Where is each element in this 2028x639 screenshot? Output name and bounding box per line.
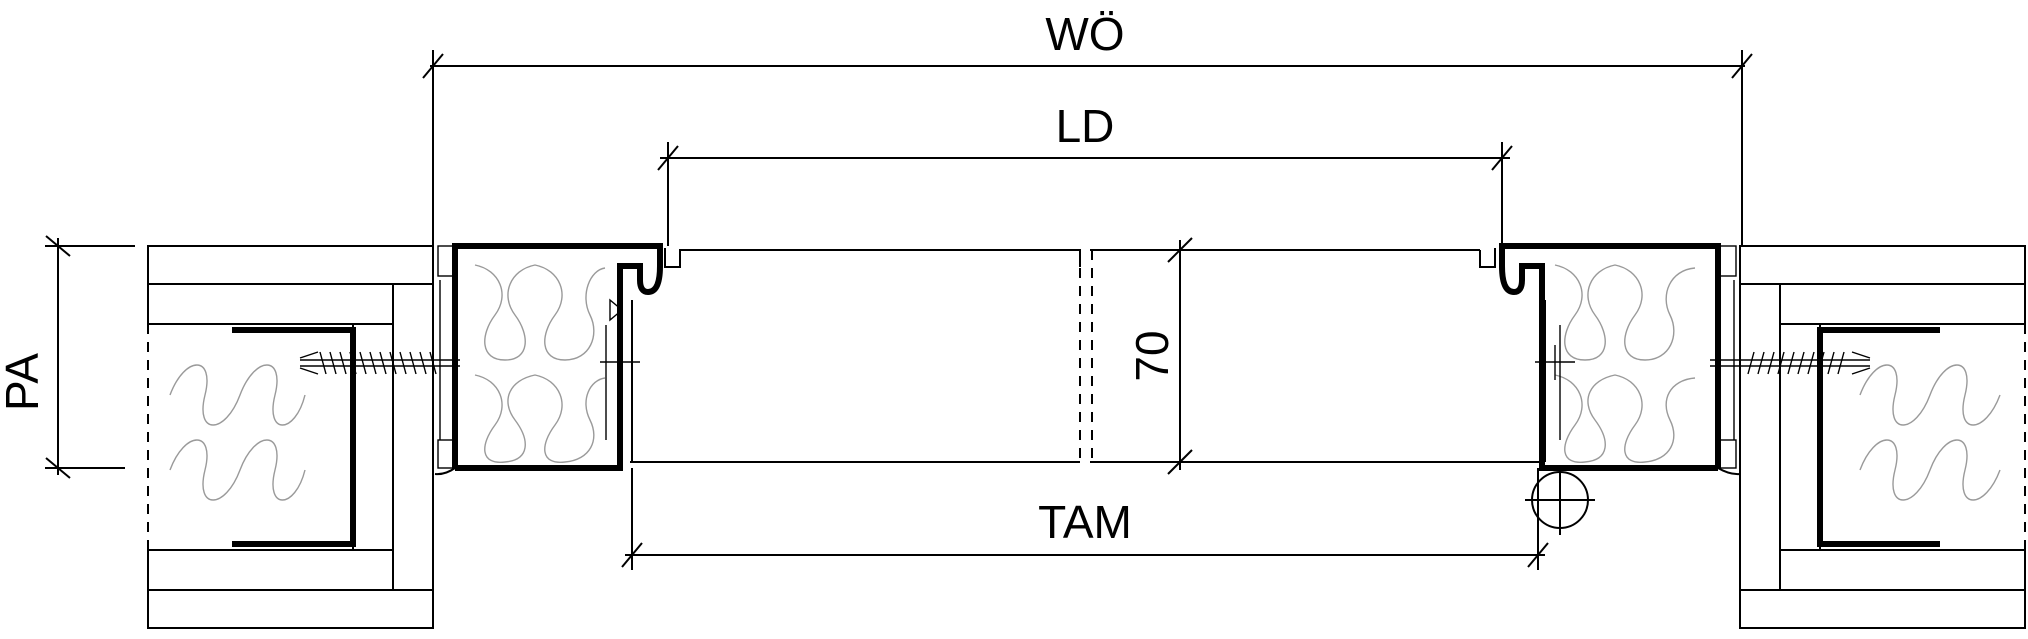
right-wall-screw (1710, 351, 1871, 375)
dimension-ld: LD (657, 100, 1513, 246)
left-wall (147, 245, 460, 629)
dimension-label-depth: 70 (1126, 330, 1178, 381)
dimension-pa: PA (0, 235, 135, 479)
left-wall-screw (299, 351, 460, 375)
dimension-label-ld: LD (1056, 100, 1115, 152)
dimension-label-wo: WÖ (1045, 8, 1124, 60)
dimension-wo: WÖ (422, 8, 1753, 246)
hinge-axis-symbol (1525, 465, 1595, 535)
dimension-label-pa: PA (0, 353, 48, 411)
dimension-leaf-thickness: 70 (1126, 237, 1193, 475)
door-leaf (630, 248, 1546, 463)
right-wall (1710, 245, 2026, 629)
dimension-label-tam: TAM (1038, 496, 1132, 548)
left-frame (434, 243, 1081, 476)
dimension-tam: TAM (621, 468, 1549, 570)
